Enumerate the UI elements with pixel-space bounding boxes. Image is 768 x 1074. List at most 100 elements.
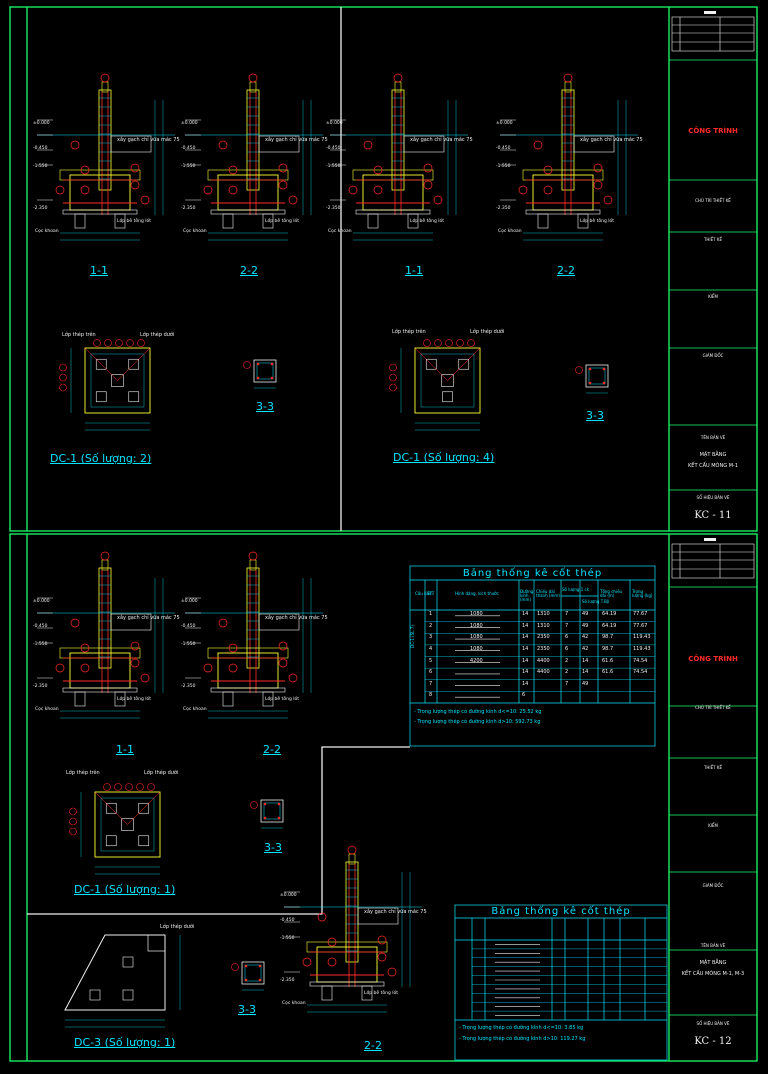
rebar-callout-bubble — [203, 663, 213, 673]
rebar-callout-bubble — [518, 185, 528, 195]
t1-cell: 14 — [522, 611, 529, 617]
t1-cell: 74.54 — [633, 657, 648, 664]
rebar-callout-bubble — [348, 185, 358, 195]
pile-note: Cọc khoan — [183, 229, 207, 234]
title-block-role1-2: CHỦ TRÌ THIẾT KẾ — [695, 705, 731, 710]
elevation-top: ±0.000 — [181, 121, 198, 126]
t1-cell: 4400 — [537, 669, 550, 676]
top-rebar-layer-note: Lớp thép trên — [392, 329, 426, 335]
column-sections — [231, 359, 609, 991]
title-block-name-line2-1: KẾT CẤU MÓNG M-1 — [688, 463, 738, 469]
title-block-name-label-2: TÊN BẢN VẼ — [700, 943, 726, 948]
rebar-callout-bubble — [80, 165, 90, 175]
elevation-mid: -0.450 — [326, 146, 341, 151]
stirrup — [256, 362, 274, 380]
longitudinal-bar — [263, 816, 267, 820]
rebar-callout-bubble — [130, 180, 140, 190]
column-section-a — [243, 359, 277, 389]
pile — [138, 802, 150, 814]
elevation-mid: -0.450 — [181, 624, 196, 629]
rebar-diagonal — [94, 791, 128, 825]
t1-cell: 14 — [522, 680, 529, 687]
rebar-callout-bubble — [377, 952, 387, 962]
rebar-callout-bubble — [563, 73, 573, 83]
lean-concrete-note: Lớp bê tông lót — [410, 219, 445, 224]
t1-cell: 4 — [429, 645, 433, 652]
pile-cap-plan-b — [389, 339, 481, 431]
t1-cell: 42 — [582, 645, 589, 652]
rebar-callout-bubble — [373, 165, 383, 175]
rebar-callout-bubble — [228, 165, 238, 175]
t1-cell: 98.7 — [602, 634, 614, 641]
elevation-top: ±0.000 — [496, 121, 513, 126]
pile-left — [74, 213, 86, 229]
longitudinal-bar — [602, 367, 606, 371]
t1-cell: 6 — [429, 669, 433, 676]
lean-concrete — [309, 981, 385, 987]
t1-cell: 14 — [522, 634, 529, 641]
t1-h-total: Tổng chiều dài (m) — [600, 589, 623, 598]
t2-note-1: - Trọng lượng thép có đường kính d<=10: … — [459, 1025, 584, 1031]
rebar-callout-bubble — [434, 339, 442, 347]
pile-note: Cọc khoan — [35, 707, 59, 712]
title-block-drawing-no-1: KC - 11 — [694, 510, 732, 521]
t1-cell: 1 — [429, 611, 433, 617]
elevation-low1: -1.550 — [326, 164, 341, 169]
lean-concrete-note: Lớp bê tông lót — [265, 697, 300, 702]
rebar-callout-bubble — [126, 339, 134, 347]
pile-note: Cọc khoan — [282, 1001, 306, 1006]
column-footprint — [121, 818, 134, 831]
bottom-rebar-layer-note: Lớp thép dưới — [144, 770, 179, 776]
sheet-frames — [9, 6, 758, 1062]
rebar-callout-bubble — [70, 140, 80, 150]
rebar-callout-bubble — [317, 912, 327, 922]
rebar-callout-bubble — [423, 180, 433, 190]
rebar-callout-bubble — [423, 339, 431, 347]
longitudinal-bar — [258, 964, 262, 968]
pile-cap-plans — [59, 339, 481, 1028]
lean-concrete — [355, 209, 431, 215]
rebar-callout-bubble — [115, 339, 123, 347]
pile — [128, 391, 140, 403]
rebar-callout-bubble — [130, 163, 140, 173]
title-block-role2-2: THIẾT KẾ — [703, 765, 723, 770]
title-block-name-line1-1: MẶT BẰNG — [699, 452, 727, 458]
rebar-callout-bubble — [147, 783, 155, 791]
grid-axis-bubble — [59, 383, 67, 392]
t1-h-stt: STT — [427, 591, 435, 596]
rebar-callout-bubble — [393, 73, 403, 83]
column-section-c — [250, 799, 284, 829]
column-cap — [394, 81, 402, 93]
pile-right — [361, 985, 373, 1001]
pile-left — [367, 213, 379, 229]
rebar-callout-bubble — [363, 140, 373, 150]
rebar-callout-bubble — [377, 935, 387, 945]
lean-concrete-note: Lớp bê tông lót — [580, 219, 615, 224]
elevation-low2: -2.350 — [326, 206, 341, 211]
caption-section-1-1-b: 1-1 — [405, 264, 423, 277]
pile-right — [262, 691, 274, 707]
rebar-callout-bubble — [467, 339, 475, 347]
t1-cell: 42 — [582, 634, 589, 641]
brick-wall — [258, 135, 300, 153]
brick-wall — [110, 135, 152, 153]
lean-concrete-note: Lớp bê tông lót — [364, 991, 399, 996]
t1-cell: 1080 — [470, 611, 483, 617]
rebar-callout-bubble — [130, 641, 140, 651]
rebar-callout-bubble — [456, 339, 464, 347]
title-block-role2-1: THIẾT KẾ — [703, 237, 723, 242]
rebar-callout-bubble — [387, 967, 397, 977]
foundation-sections — [37, 73, 638, 1013]
elevation-low1: -1.550 — [33, 164, 48, 169]
revision-header-bars — [704, 11, 716, 541]
brick-wall — [258, 613, 300, 631]
t1-cell: 61.6 — [602, 669, 614, 676]
t1-cell: 119.43 — [633, 634, 651, 641]
cap-outline-trapezoid — [64, 934, 166, 1011]
pile-cap-plan-a — [59, 339, 151, 431]
rebar-diagonal — [447, 347, 481, 381]
wall-note: xây gạch chỉ vữa mác 75 — [117, 615, 180, 621]
foundation-section-g — [284, 845, 422, 1013]
rebar-callout-bubble — [278, 658, 288, 668]
caption-section-2-2-d: 2-2 — [364, 1039, 382, 1052]
